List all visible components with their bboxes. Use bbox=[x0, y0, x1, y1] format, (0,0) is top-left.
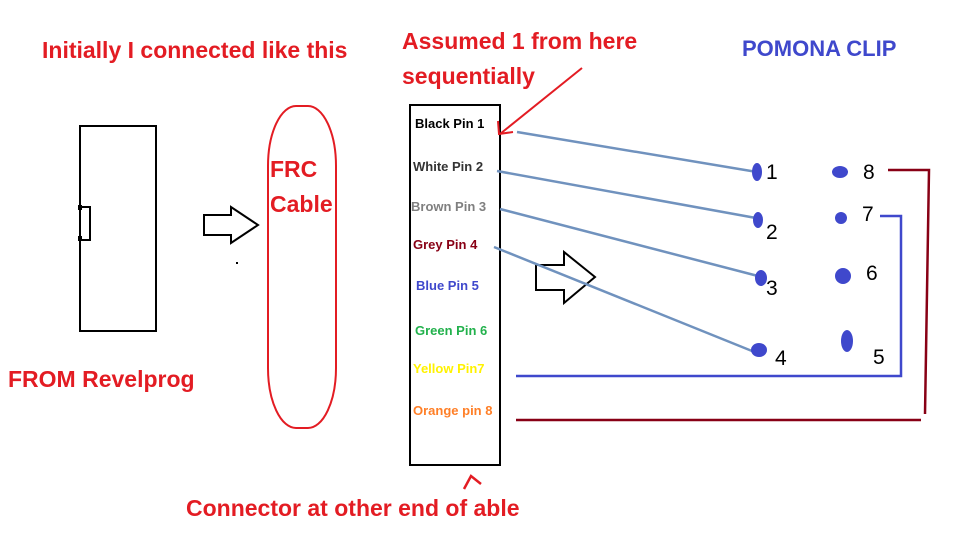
pin-label-2: White Pin 2 bbox=[413, 159, 484, 174]
wire-pin3 bbox=[499, 207, 759, 278]
connector-note: Connector at other end of able bbox=[186, 495, 520, 521]
pin-label-8: Orange pin 8 bbox=[413, 403, 493, 418]
initial-connection-note: Initially I connected like this bbox=[42, 37, 348, 63]
pin1-pointer-line bbox=[499, 67, 583, 135]
clip-number-8: 8 bbox=[863, 161, 875, 184]
clip-dot-7 bbox=[835, 212, 847, 224]
frc-cable-outline bbox=[267, 105, 337, 429]
wire-pin7 bbox=[516, 214, 903, 378]
clip-dot-8 bbox=[832, 166, 848, 178]
clip-dot-3 bbox=[755, 270, 767, 286]
arrow-to-frc-icon bbox=[203, 205, 260, 245]
pin-label-7: Yellow Pin7 bbox=[413, 361, 485, 376]
wire-pin1 bbox=[516, 130, 758, 174]
clip-dot-1 bbox=[752, 163, 762, 181]
connector-box bbox=[409, 104, 501, 466]
pin-label-4: Grey Pin 4 bbox=[413, 237, 478, 252]
arrow-to-clip-icon bbox=[535, 249, 597, 306]
wire-pin2 bbox=[496, 169, 757, 220]
stray-dot bbox=[236, 262, 238, 264]
clip-number-1: 1 bbox=[766, 161, 778, 184]
pin-label-3: Brown Pin 3 bbox=[411, 199, 487, 214]
device-port-tick-bottom bbox=[78, 236, 82, 241]
revelprog-device bbox=[79, 125, 157, 332]
pomona-clip-title: POMONA CLIP bbox=[742, 36, 897, 61]
pin-label-5: Blue Pin 5 bbox=[416, 278, 479, 293]
clip-dot-6 bbox=[835, 268, 851, 284]
frc-label-line2: Cable bbox=[270, 191, 333, 217]
pin1-pointer-head bbox=[497, 120, 514, 136]
wire-pin4 bbox=[493, 245, 753, 353]
clip-number-2: 2 bbox=[766, 221, 778, 244]
pin-label-1: Black Pin 1 bbox=[415, 116, 485, 131]
frc-label-line1: FRC bbox=[270, 156, 318, 182]
clip-number-7: 7 bbox=[862, 203, 874, 226]
clip-number-4: 4 bbox=[775, 347, 787, 370]
from-revelprog-label: FROM Revelprog bbox=[8, 366, 195, 392]
clip-number-6: 6 bbox=[866, 262, 878, 285]
clip-number-3: 3 bbox=[766, 277, 778, 300]
clip-number-5: 5 bbox=[873, 346, 885, 369]
clip-dot-2 bbox=[753, 212, 763, 228]
device-port-tick-top bbox=[78, 205, 82, 210]
wire-pin8-right bbox=[888, 168, 931, 415]
assumed-note-line2: sequentially bbox=[402, 63, 535, 89]
assumed-note-line1: Assumed 1 from here bbox=[402, 28, 638, 54]
device-port bbox=[79, 206, 91, 241]
clip-dot-5 bbox=[841, 330, 853, 352]
clip-dot-4 bbox=[751, 343, 767, 357]
connector-caret-icon bbox=[462, 474, 482, 490]
pin-label-6: Green Pin 6 bbox=[415, 323, 488, 338]
